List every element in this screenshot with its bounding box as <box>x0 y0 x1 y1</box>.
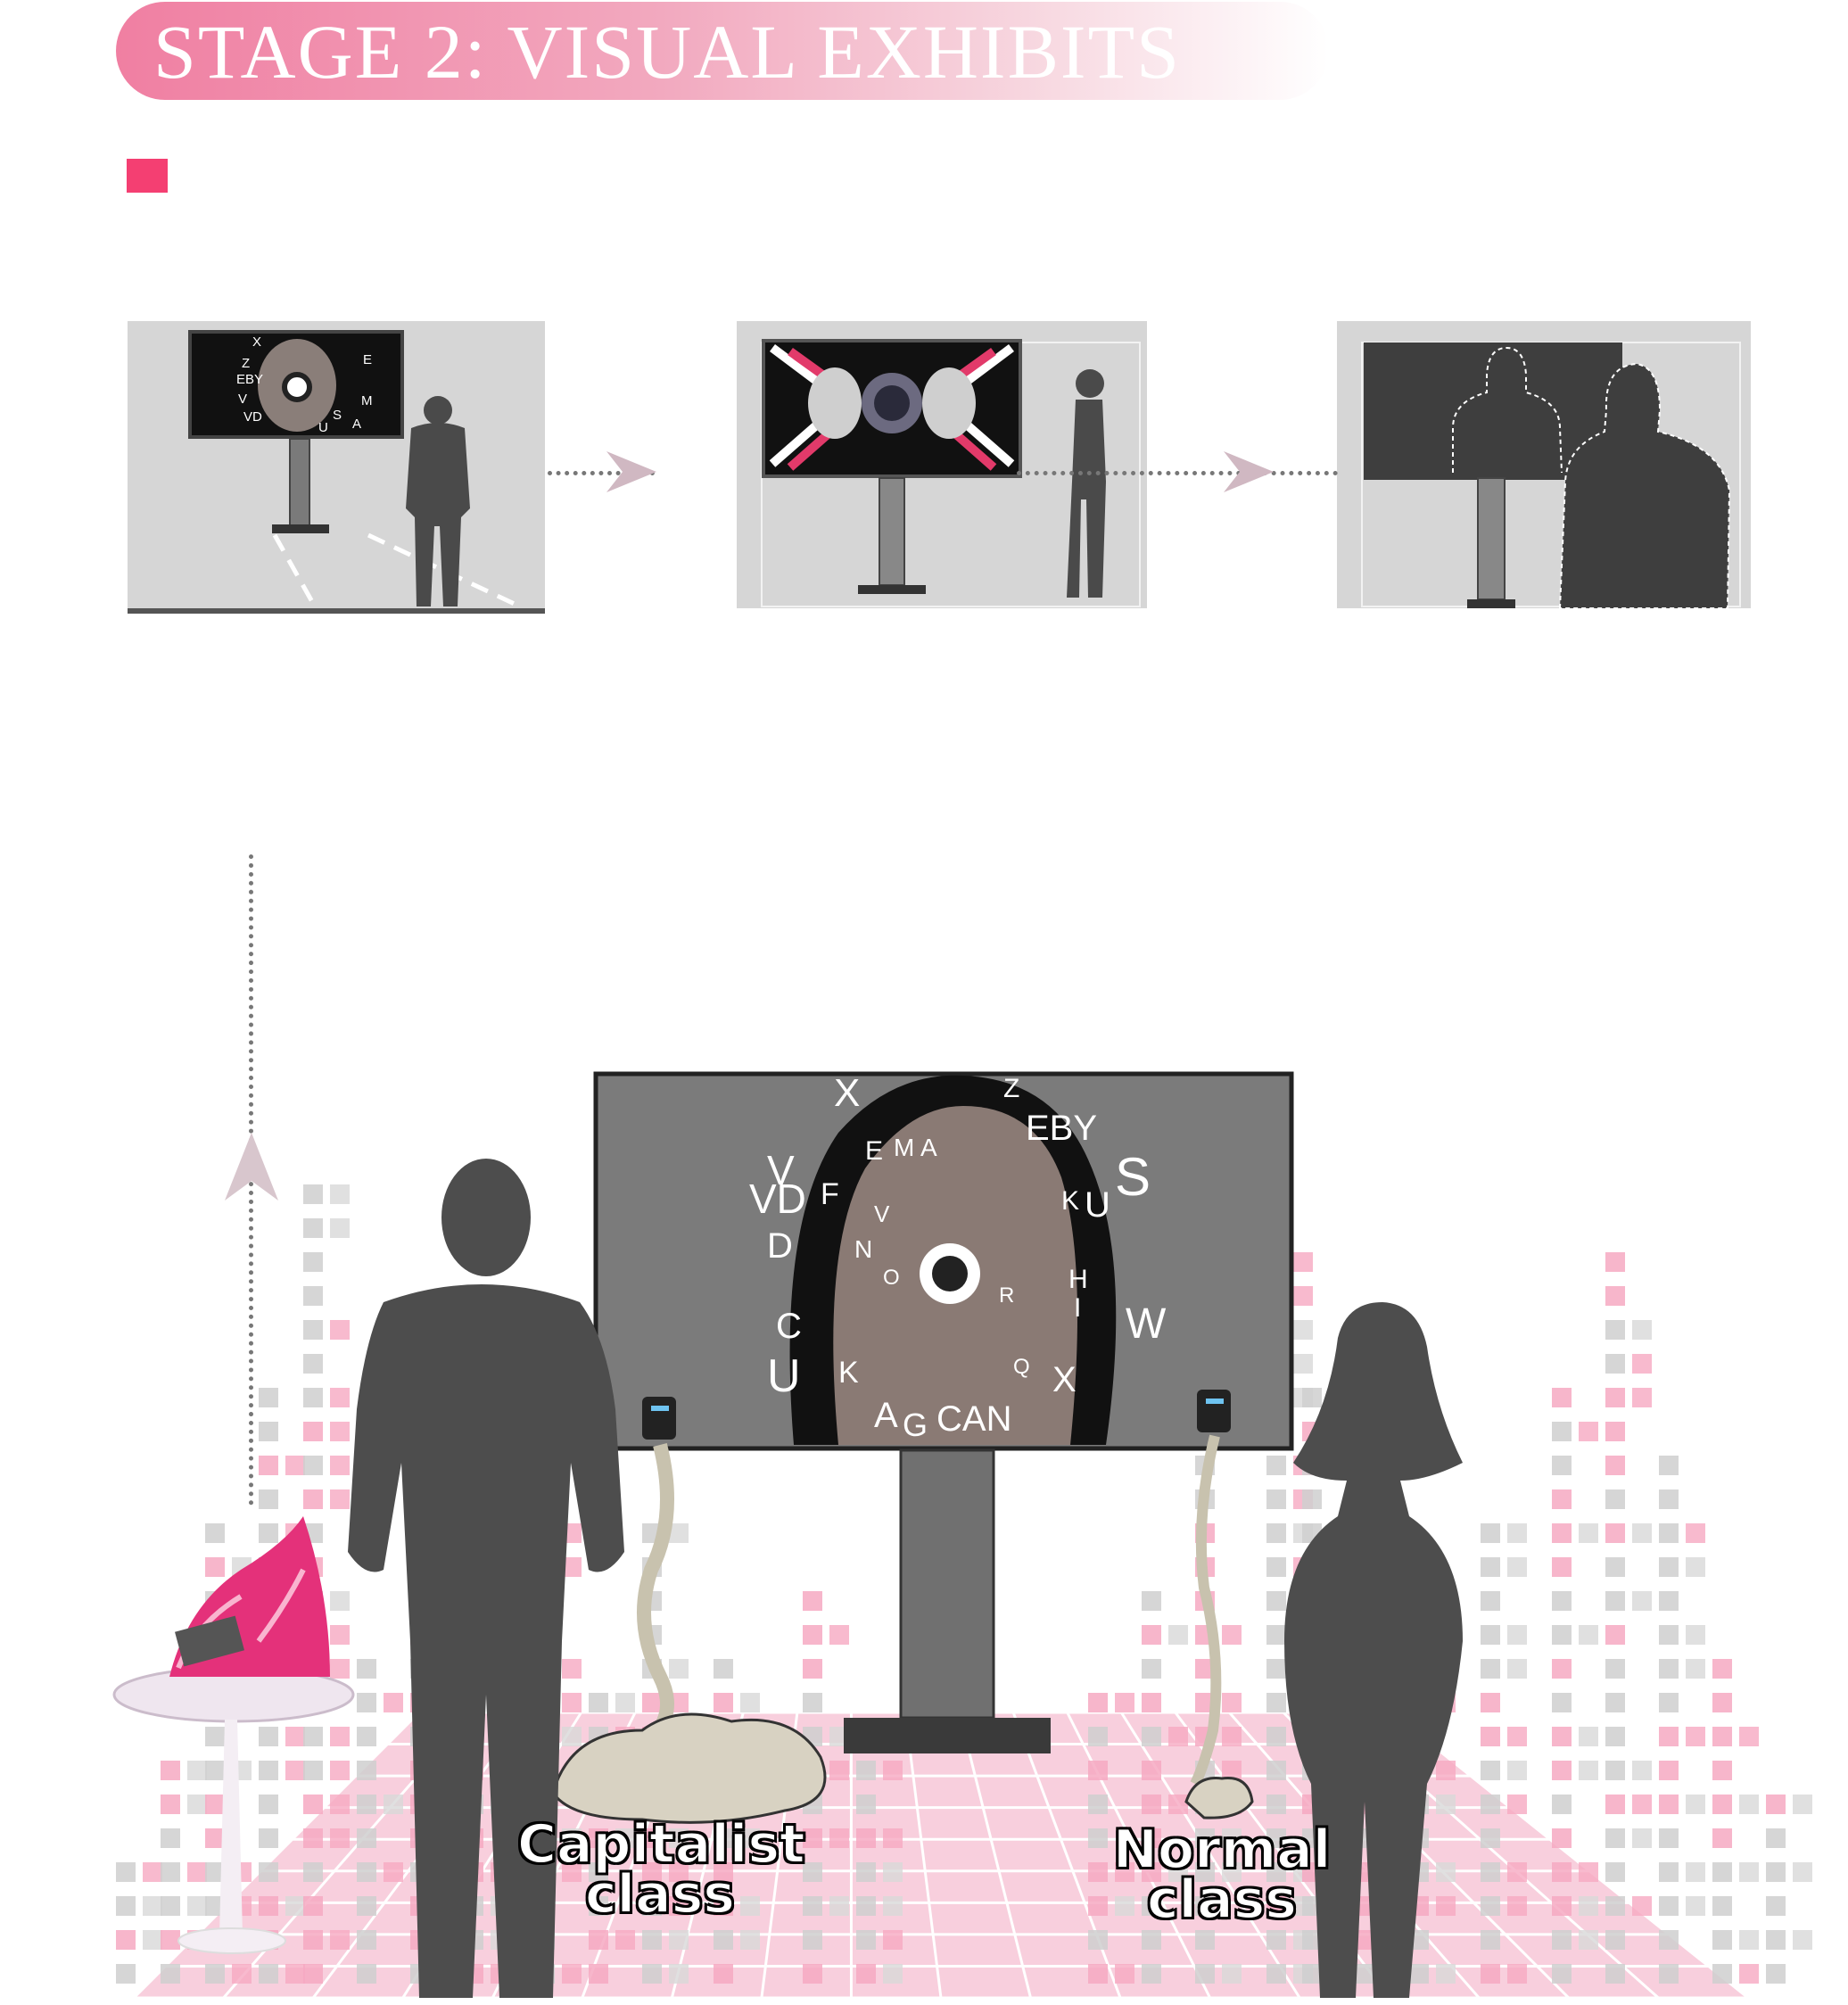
caption-right-line1: Normal <box>1112 1819 1332 1881</box>
screen-letter: K <box>838 1356 859 1390</box>
screen-letter: S <box>333 408 342 423</box>
screen-letter: O <box>883 1266 900 1290</box>
speaker-icon <box>642 1397 676 1440</box>
screen-letter: Z <box>242 356 250 371</box>
person-icon <box>1067 369 1106 598</box>
screen-letter: F <box>821 1177 839 1211</box>
step-panel-2 <box>737 321 1147 608</box>
screen-letter: X <box>1052 1360 1077 1399</box>
screen-letter: N <box>854 1235 872 1263</box>
step-panel-3 <box>1337 321 1751 608</box>
screen-letter: M <box>361 393 373 408</box>
caption-right-line2: class <box>1146 1869 1298 1931</box>
step-2-illustration <box>761 339 1141 607</box>
screen-letter: U <box>767 1350 801 1402</box>
screen-letter: X <box>252 334 261 350</box>
screen-letter: U <box>318 420 328 435</box>
caption-left-line2: class <box>584 1863 736 1926</box>
screen-letter: VD <box>749 1176 806 1222</box>
screen-letter: EBY <box>1026 1109 1097 1148</box>
person-icon <box>348 1159 624 1998</box>
speaker-icon <box>1197 1390 1231 1432</box>
woman-icon <box>1284 1302 1463 1998</box>
screen-letter: Z <box>1003 1074 1019 1103</box>
screen-letter: X <box>834 1071 860 1115</box>
screen-letter: C <box>776 1307 802 1346</box>
square-bullet-icon <box>127 159 168 193</box>
normal-class-label: Normal class <box>1088 1819 1356 1931</box>
screen-letter: E <box>865 1136 883 1166</box>
person-icon <box>1558 362 1731 608</box>
screen-letter: H <box>1068 1265 1088 1294</box>
step-3-illustration <box>1361 342 1741 608</box>
dotted-arrow-icon <box>1224 451 1274 492</box>
screen-letter: CAN <box>936 1399 1011 1439</box>
screen-letter: M <box>894 1134 914 1161</box>
screen-letter: A <box>352 417 361 432</box>
screen-letter: K <box>1061 1186 1079 1216</box>
caption-left-line1: Capitalist <box>516 1813 806 1876</box>
screen-letter: S <box>1115 1147 1151 1207</box>
screen-letter: A <box>874 1396 898 1435</box>
screen-letter: E <box>363 352 372 367</box>
up-arrow-icon <box>225 1133 278 1201</box>
screen-letter: A <box>920 1134 937 1161</box>
screen-letter: D <box>767 1226 793 1266</box>
step-connector-2 <box>1017 471 1338 475</box>
screen-letter: U <box>1085 1185 1110 1225</box>
screen-letter: R <box>999 1283 1014 1308</box>
page-title: STAGE 2: VISUAL EXHIBITS <box>153 9 1181 95</box>
floor-grid <box>132 1711 1749 1998</box>
capitalist-class-label: Capitalist class <box>516 1813 806 1926</box>
screen-letter: I <box>1074 1293 1081 1323</box>
screen-letter: V <box>767 1147 795 1193</box>
dotted-arrow-icon <box>606 451 656 492</box>
screen-letter: EBY <box>236 372 263 387</box>
person-icon <box>406 396 470 606</box>
screen-letter: VD <box>243 409 262 425</box>
title-banner <box>116 2 1329 100</box>
screen-letter: V <box>874 1201 890 1227</box>
step-connector-1 <box>548 471 655 475</box>
screen-letter: V <box>238 392 247 407</box>
screen-letter: W <box>1126 1300 1167 1348</box>
screen-letter: Q <box>1013 1355 1030 1379</box>
screen-letter: G <box>903 1407 928 1443</box>
